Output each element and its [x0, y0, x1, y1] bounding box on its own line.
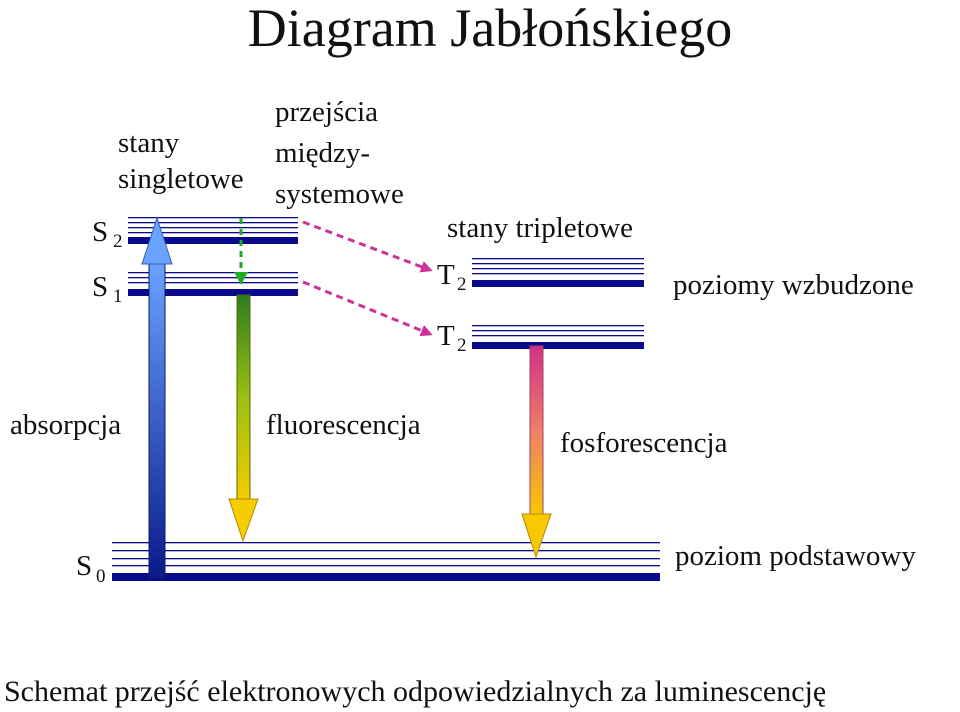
- singlet-label-line2: singletowe: [118, 163, 244, 195]
- state-t-lower-label: T 2: [437, 320, 467, 356]
- svg-text:S: S: [92, 271, 108, 303]
- phosphorescence-label: fosforescencja: [560, 427, 728, 459]
- s2-levels: [128, 217, 298, 244]
- excited-levels-label: poziomy wzbudzone: [673, 269, 914, 301]
- svg-text:S: S: [92, 216, 108, 248]
- fluorescence-label: fluorescencja: [266, 409, 421, 441]
- state-t-upper-label: T 2: [437, 259, 467, 295]
- state-s0-label: S 0: [76, 550, 106, 587]
- relaxation-arrow: [234, 218, 248, 285]
- singlet-label-line1: stany: [118, 127, 180, 159]
- s0-levels: [112, 542, 660, 581]
- diagram-caption: Schemat przejść elektronowych odpowiedzi…: [4, 675, 826, 708]
- absorption-label: absorpcja: [10, 409, 121, 441]
- fluorescence-arrow: [228, 294, 259, 543]
- svg-text:2: 2: [113, 231, 123, 252]
- t-upper-levels: [472, 258, 644, 287]
- isc-arrow-lower: [302, 280, 433, 337]
- phosphorescence-arrow: [521, 345, 552, 559]
- svg-text:2: 2: [457, 335, 467, 356]
- svg-text:S: S: [76, 550, 92, 582]
- svg-text:T: T: [437, 320, 455, 352]
- svg-text:T: T: [437, 259, 455, 291]
- absorption-arrow: [141, 216, 173, 579]
- t-lower-levels: [472, 325, 644, 349]
- diagram-title: Diagram Jabłońskiego: [248, 0, 732, 58]
- isc-label-line2: między-: [275, 137, 370, 169]
- isc-arrow-upper: [302, 220, 433, 273]
- isc-label-line3: systemowe: [275, 178, 404, 210]
- state-s1-label: S 1: [92, 271, 123, 307]
- state-s2-label: S 2: [92, 216, 123, 252]
- isc-label-line1: przejścia: [275, 96, 378, 128]
- triplet-label: stany tripletowe: [447, 212, 633, 244]
- svg-text:1: 1: [113, 286, 123, 307]
- ground-level-label: poziom podstawowy: [675, 540, 916, 572]
- s1-levels: [128, 272, 298, 296]
- svg-text:0: 0: [96, 566, 106, 587]
- svg-text:2: 2: [457, 274, 467, 295]
